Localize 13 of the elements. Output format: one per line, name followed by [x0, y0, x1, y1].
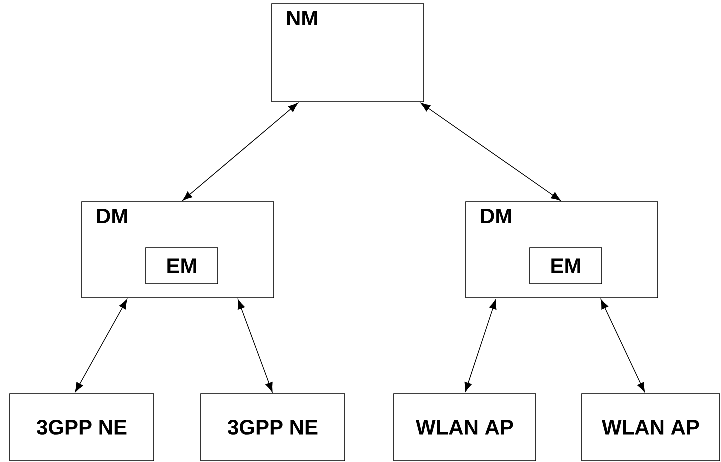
- element-box: WLAN AP: [582, 394, 720, 462]
- manager-box: NM: [272, 4, 424, 102]
- arrow: [182, 103, 298, 201]
- module-box: EM: [530, 248, 602, 284]
- element-box: 3GPP NE: [200, 394, 346, 462]
- element-box: 3GPP NE: [10, 394, 154, 462]
- arrow: [75, 299, 128, 392]
- arrow: [420, 102, 561, 202]
- arrow: [464, 300, 497, 392]
- module-box: EM: [146, 248, 218, 284]
- arrow: [600, 300, 646, 392]
- element-box: WLAN AP: [394, 394, 536, 462]
- arrow: [238, 300, 273, 392]
